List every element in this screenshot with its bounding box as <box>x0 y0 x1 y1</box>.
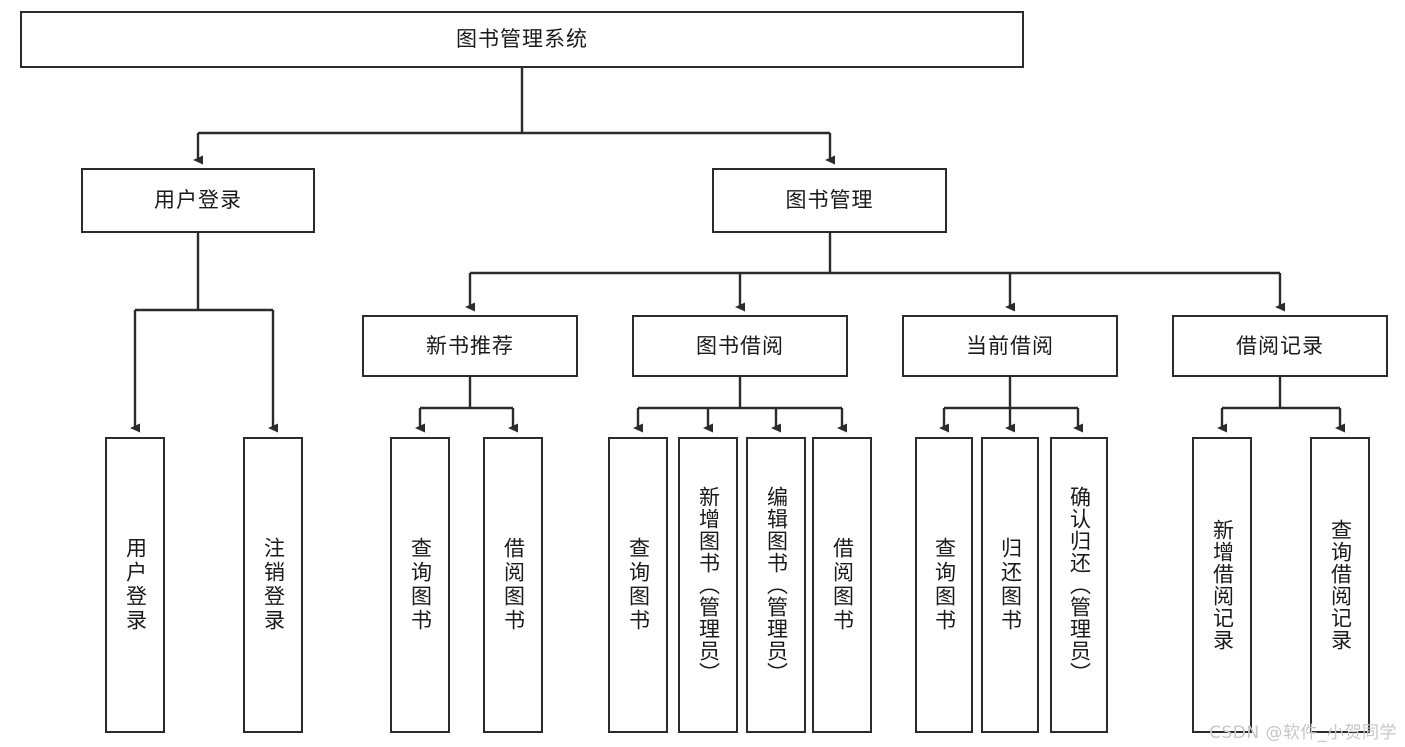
node-borrow-record[interactable]: 借阅记录 <box>1172 315 1388 377</box>
watermark: CSDN @软件_小贺同学 <box>1209 723 1397 743</box>
leaf-query-book-current[interactable]: 查询图书 <box>915 437 973 733</box>
leaf-query-borrow-record[interactable]: 查询借阅记录 <box>1310 437 1370 733</box>
leaf-add-book-admin-label: 新增图书（管理员） <box>696 486 721 684</box>
leaf-add-borrow-record[interactable]: 新增借阅记录 <box>1192 437 1252 733</box>
node-current-borrow-label: 当前借阅 <box>966 333 1054 358</box>
node-book-management[interactable]: 图书管理 <box>712 168 947 233</box>
leaf-borrow-book-new-label: 借阅图书 <box>501 537 526 633</box>
leaf-return-book-label: 归还图书 <box>998 537 1023 633</box>
leaf-confirm-return-admin-label: 确认归还（管理员） <box>1067 486 1092 684</box>
node-root-label: 图书管理系统 <box>456 27 588 52</box>
node-new-book-recommend-label: 新书推荐 <box>426 333 514 358</box>
leaf-user-login[interactable]: 用户登录 <box>105 437 165 733</box>
leaf-confirm-return-admin[interactable]: 确认归还（管理员） <box>1050 437 1108 733</box>
leaf-user-login-label: 用户登录 <box>123 537 148 633</box>
leaf-query-book-borrow-label: 查询图书 <box>626 537 651 633</box>
leaf-return-book[interactable]: 归还图书 <box>981 437 1039 733</box>
leaf-edit-book-admin-label: 编辑图书（管理员） <box>764 486 789 684</box>
node-book-borrow[interactable]: 图书借阅 <box>632 315 848 377</box>
leaf-query-book-borrow[interactable]: 查询图书 <box>608 437 668 733</box>
leaf-add-borrow-record-label: 新增借阅记录 <box>1210 519 1235 651</box>
node-book-borrow-label: 图书借阅 <box>696 333 784 358</box>
leaf-logout[interactable]: 注销登录 <box>243 437 303 733</box>
leaf-edit-book-admin[interactable]: 编辑图书（管理员） <box>746 437 806 733</box>
node-borrow-record-label: 借阅记录 <box>1236 333 1324 358</box>
node-root[interactable]: 图书管理系统 <box>20 11 1024 68</box>
node-user-login[interactable]: 用户登录 <box>81 168 315 233</box>
leaf-add-book-admin[interactable]: 新增图书（管理员） <box>678 437 738 733</box>
leaf-borrow-book-new[interactable]: 借阅图书 <box>483 437 543 733</box>
leaf-query-book-new[interactable]: 查询图书 <box>390 437 450 733</box>
node-new-book-recommend[interactable]: 新书推荐 <box>362 315 578 377</box>
leaf-query-book-current-label: 查询图书 <box>932 537 957 633</box>
leaf-query-book-new-label: 查询图书 <box>408 537 433 633</box>
node-book-management-label: 图书管理 <box>785 188 874 213</box>
node-user-login-label: 用户登录 <box>154 188 242 213</box>
leaf-logout-label: 注销登录 <box>261 537 286 633</box>
leaf-borrow-book[interactable]: 借阅图书 <box>812 437 872 733</box>
node-current-borrow[interactable]: 当前借阅 <box>902 315 1118 377</box>
leaf-query-borrow-record-label: 查询借阅记录 <box>1328 519 1353 651</box>
leaf-borrow-book-label: 借阅图书 <box>830 537 855 633</box>
